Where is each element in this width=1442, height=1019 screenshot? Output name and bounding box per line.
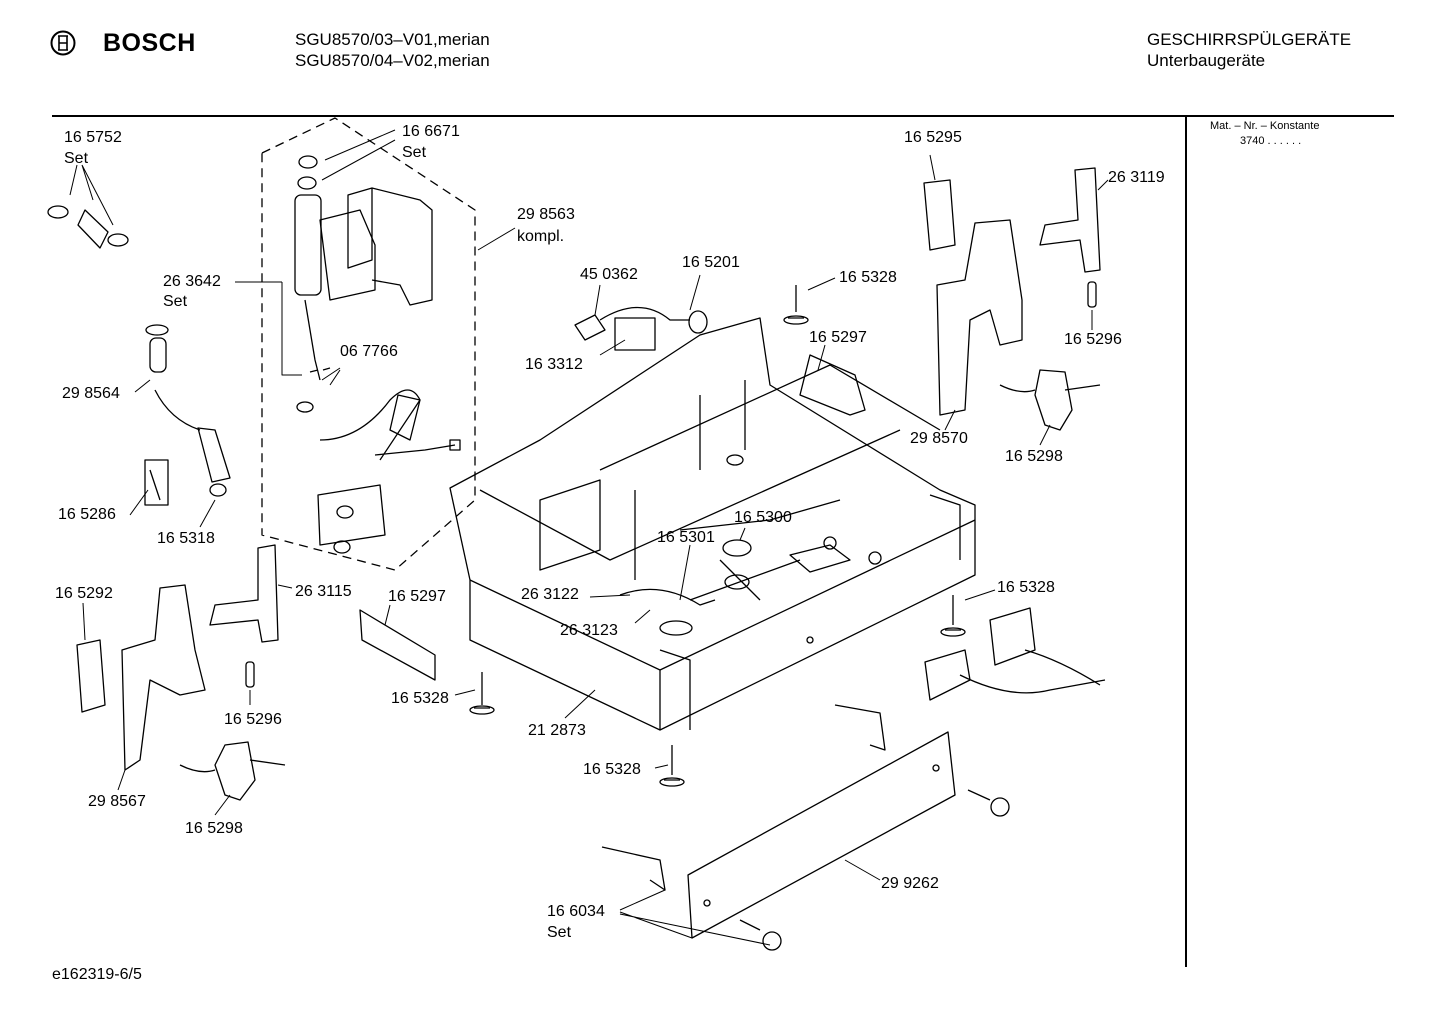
connector-bundle-part xyxy=(924,607,1106,701)
leader-lines xyxy=(69,129,1109,946)
part-label: Set xyxy=(64,150,89,167)
hinge-bracket-right-part xyxy=(923,167,1101,431)
part-label: 29 8564 xyxy=(62,385,120,402)
side-divider xyxy=(1185,117,1187,967)
part-label: 16 5328 xyxy=(997,579,1055,596)
bosch-logo-icon xyxy=(50,30,76,56)
part-label: 16 5298 xyxy=(1005,448,1063,465)
part-label: 26 3123 xyxy=(560,622,618,639)
inlet-valve-part xyxy=(294,155,461,554)
part-label: 29 8570 xyxy=(910,430,968,447)
part-label: 16 5296 xyxy=(1064,331,1122,348)
part-label: 16 6034 xyxy=(547,903,605,920)
part-drawings xyxy=(47,117,1109,951)
part-label: 16 5298 xyxy=(185,820,243,837)
category-title: GESCHIRRSPÜLGERÄTE xyxy=(1147,30,1352,49)
part-label: 16 5295 xyxy=(904,129,962,146)
part-label: 16 5286 xyxy=(58,506,116,523)
base-frame-part xyxy=(449,317,976,731)
adjustable-foot-part xyxy=(469,285,966,787)
part-label: 29 9262 xyxy=(881,875,939,892)
part-label: 16 5297 xyxy=(809,329,867,346)
part-label: 26 3122 xyxy=(521,586,579,603)
side-panel-value: 3740 . . . . . . xyxy=(1240,135,1302,147)
part-label: 16 3312 xyxy=(525,356,583,373)
hinge-bracket-left-part xyxy=(76,544,436,801)
part-label: 21 2873 xyxy=(528,722,586,739)
part-label: 16 5297 xyxy=(388,588,446,605)
part-label: 06 7766 xyxy=(340,343,398,360)
header-divider xyxy=(52,115,1394,117)
part-label: 16 6671 xyxy=(402,123,460,140)
part-label: 16 5328 xyxy=(391,690,449,707)
part-label: 16 5300 xyxy=(734,509,792,526)
part-label: 26 3642 xyxy=(163,273,221,290)
part-label: 26 3119 xyxy=(1108,169,1165,186)
part-label: 16 5296 xyxy=(224,711,282,728)
part-label: kompl. xyxy=(517,228,564,245)
brand-name: BOSCH xyxy=(103,29,196,57)
inlet-kit-outline xyxy=(261,117,476,571)
part-label: 16 5328 xyxy=(583,761,641,778)
part-label: 29 8563 xyxy=(517,206,575,223)
part-label: Set xyxy=(163,293,188,310)
category-subtitle: Unterbaugeräte xyxy=(1147,51,1266,70)
part-label: 26 3115 xyxy=(295,583,352,600)
drawing-code: e162319-6/5 xyxy=(52,966,142,983)
model-line-1: SGU8570/03–V01,merian xyxy=(295,30,490,49)
part-label: 16 5201 xyxy=(682,254,740,271)
hose-clamp-part xyxy=(47,205,129,249)
part-label: 29 8567 xyxy=(88,793,146,810)
drain-hose-part xyxy=(144,324,231,506)
part-label: Set xyxy=(402,144,427,161)
part-label: 16 5318 xyxy=(157,530,215,547)
wire-harness-part xyxy=(574,307,866,606)
model-line-2: SGU8570/04–V02,merian xyxy=(295,51,490,70)
kickboard-panel-part xyxy=(601,704,1010,951)
part-label: Set xyxy=(547,924,572,941)
part-labels: 16 5752 Set 16 6671 Set 29 8563 kompl. 2… xyxy=(55,123,1165,941)
part-label: 16 5328 xyxy=(839,269,897,286)
part-label: 16 5301 xyxy=(657,529,715,546)
side-panel-title: Mat. – Nr. – Konstante xyxy=(1210,120,1320,132)
part-label: 16 5292 xyxy=(55,585,113,602)
part-label: 16 5752 xyxy=(64,129,122,146)
part-label: 45 0362 xyxy=(580,266,638,283)
